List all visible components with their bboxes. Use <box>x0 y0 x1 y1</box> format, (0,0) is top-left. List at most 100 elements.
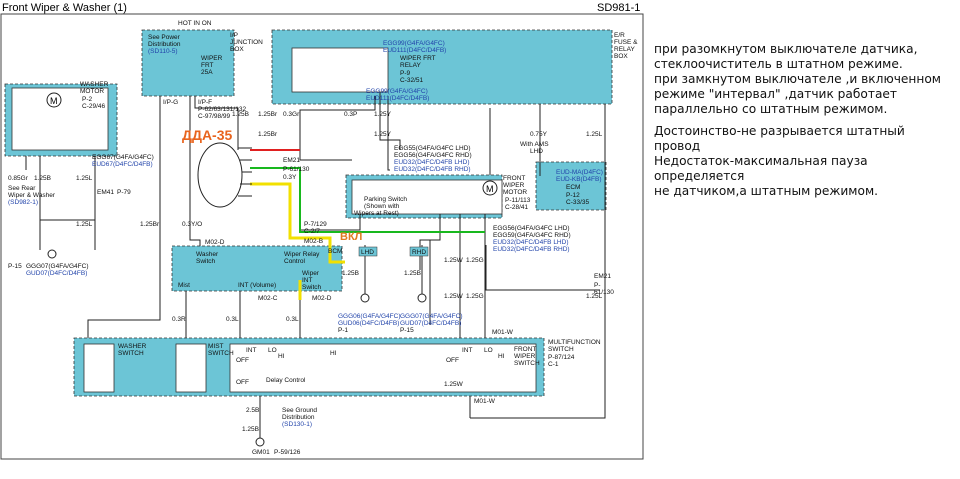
gud07-b: GUD07(D4FC/D4FB) <box>400 320 461 327</box>
m01w-b: M01-W <box>474 398 496 405</box>
see-rear-2: Wiper & Washer <box>8 192 56 199</box>
ipf-1: I/P-F <box>198 99 212 106</box>
sw-hi-1: HI <box>278 353 285 360</box>
ecm-box <box>535 161 607 211</box>
dda-label: ДДА-35 <box>182 127 233 143</box>
gm01: GM01 <box>252 449 270 456</box>
sw-hi-3: HI <box>330 350 337 357</box>
sw-int-1: INT <box>246 347 257 354</box>
ams-2: LHD <box>530 148 543 155</box>
w-y125-a: 1.25Y <box>374 111 392 118</box>
sw-lo-2: LO <box>484 347 493 354</box>
mist-switch-inner <box>175 343 207 393</box>
w-gr03: 0.3Gr <box>283 111 300 118</box>
eud-kb: EUD-KB(D4FB) <box>556 176 602 183</box>
m02b: M02-B <box>304 238 323 245</box>
relay-ctrl-2: Control <box>284 258 306 265</box>
ecm-label: ECM <box>566 184 580 191</box>
bcm-label: BCM <box>328 248 342 255</box>
delay-control: Delay Control <box>266 377 306 384</box>
wiper-motor-symbol <box>482 180 498 196</box>
gud07-a: GUD07(D4FC/D4FB) <box>26 270 87 277</box>
p87-1: P-87/124 <box>548 354 575 361</box>
p2-2: C-29/46 <box>82 103 106 110</box>
mf-2: SWITCH <box>548 346 574 353</box>
p40-2: 61/130 <box>594 289 614 296</box>
egg67: EGG67(G4FA/G4FC) <box>92 154 154 161</box>
lhd-label: LHD <box>361 249 374 256</box>
w-br125-a: 1.25Br <box>258 111 278 118</box>
p87-2: C-1 <box>548 361 559 368</box>
int-volume: INT (Volume) <box>238 282 276 289</box>
eud-ma: EUD-MA(D4FC) <box>556 169 603 176</box>
w-g125-a: 1.25G <box>466 257 484 264</box>
grp1-4: EUD32(D4FC/D4FB RHD) <box>394 166 471 173</box>
mist-sw-2: SWITCH <box>208 350 234 357</box>
er-2: FUSE & <box>614 39 638 46</box>
grp1-2: EGG56(G4FA/G4FC RHD) <box>394 152 472 159</box>
p9-1: P-9 <box>400 70 411 77</box>
parking-1: Parking Switch <box>364 196 407 203</box>
w-yo03: 0.3Y/O <box>182 221 202 228</box>
p15-b: P-15 <box>400 327 414 334</box>
egg99-top: EGG99(G4FA/G4FC) <box>383 40 445 47</box>
note-line-3: при замкнутом выключателе ,и включенном <box>654 72 942 86</box>
see-ground-3: (SD130-1) <box>282 421 312 428</box>
ip-junction-box <box>141 29 235 97</box>
w-b125c: 1.25B <box>342 270 359 277</box>
ground-symbols <box>47 249 427 447</box>
ip-junction-3: BOX <box>230 46 244 53</box>
see-ground-1: See Ground <box>282 407 317 414</box>
p40-1: P- <box>594 282 601 289</box>
grp2-1: EGG56(G4FA/G4FC LHD) <box>493 225 570 232</box>
w-l125-c: 1.25L <box>76 221 93 228</box>
ip-junction-2: JUNCTION <box>230 39 263 46</box>
fwm-1: FRONT <box>503 175 525 182</box>
sw-lo-1: LO <box>268 347 277 354</box>
vkl-label: ВКЛ <box>340 231 362 243</box>
w-gr085: 0.85Gr <box>8 175 29 182</box>
ipf-2: P-62/63/131/132 <box>198 106 246 113</box>
washer-switch-2: Switch <box>196 258 216 265</box>
p15-a: P-15 <box>8 263 22 270</box>
sensor-leads <box>238 147 252 197</box>
washer-sw-2: SWITCH <box>118 350 144 357</box>
w-w125-b: 1.25W <box>444 293 464 300</box>
see-power-3: (SD110-5) <box>148 48 178 55</box>
fwm-2: WIPER <box>503 182 525 189</box>
p11-2: C-28/41 <box>505 204 529 211</box>
mist-sw-1: MIST <box>208 343 224 350</box>
fws-3: SWITCH <box>514 360 540 367</box>
er-1: E/R <box>614 32 625 39</box>
note-line-8: не датчиком,а штатным режимом. <box>654 184 879 198</box>
grp1-1: EGG55(G4FA/G4FC LHD) <box>394 145 471 152</box>
parking-3: Wipers at Rest) <box>354 210 399 217</box>
washer-sw-1: WASHER <box>118 343 147 350</box>
p79: P-79 <box>117 189 131 196</box>
sw-off-1: OFF <box>236 357 249 364</box>
diagram-code: SD981-1 <box>597 2 640 14</box>
m02d-a: M02-D <box>205 239 225 246</box>
p1: P-1 <box>338 327 349 334</box>
washer-motor-2: MOTOR <box>80 88 104 95</box>
ggg06: GGG06(G4FA/G4FC) <box>338 313 401 320</box>
eud67: EUD67(D4FC/D4FB) <box>92 161 153 168</box>
sw-hi-2: HI <box>498 353 505 360</box>
m01w-a: M01-W <box>492 329 514 336</box>
ip-junction-1: I/P <box>230 32 238 39</box>
w-y075: 0.75Y <box>530 131 548 138</box>
bcm-box <box>171 245 343 292</box>
m02c: M02-C <box>258 295 278 302</box>
mist-label: Mist <box>178 282 190 289</box>
w-l125-a: 1.25L <box>586 131 603 138</box>
em41: EM41 <box>97 189 114 196</box>
w-b125e: 1.25B <box>242 426 259 433</box>
sw-int-2: INT <box>462 347 473 354</box>
washer-switch-inner <box>83 343 115 393</box>
washer-motor-1: WASHER <box>80 81 109 88</box>
w-br125-b: 1.25Br <box>258 131 278 138</box>
er-3: RELAY <box>614 46 635 53</box>
fwm-3: MOTOR <box>503 189 527 196</box>
